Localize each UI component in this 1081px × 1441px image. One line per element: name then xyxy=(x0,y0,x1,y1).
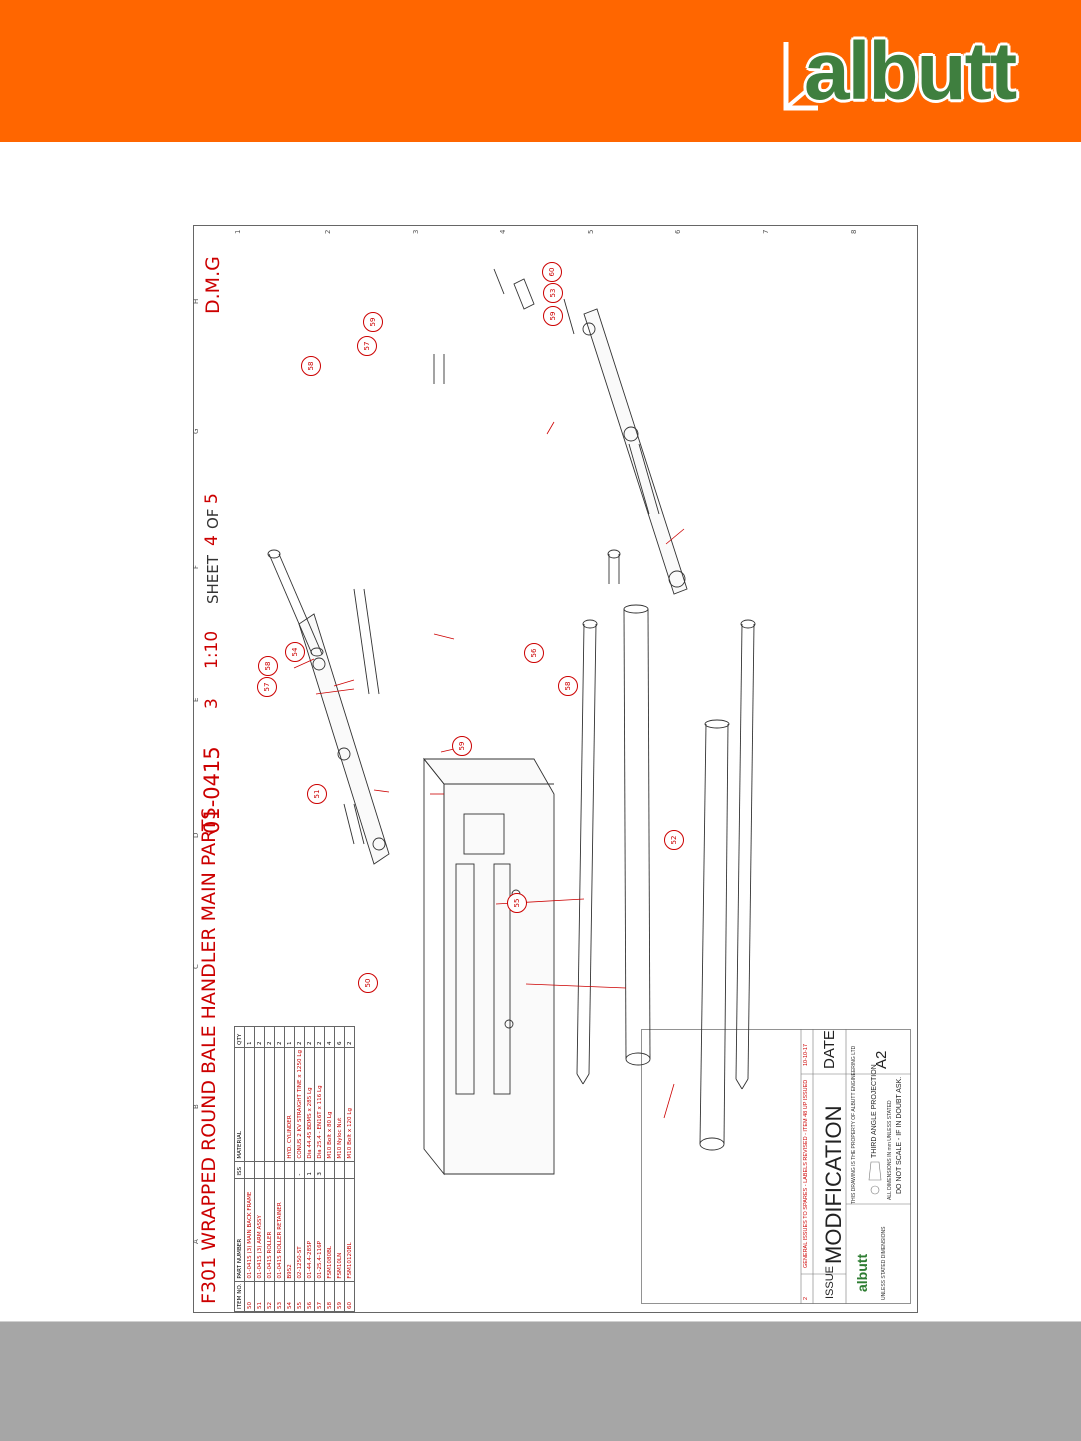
exploded-view xyxy=(267,268,756,1176)
grid-letter-d: D xyxy=(192,832,200,838)
balloon-57: 57 xyxy=(257,677,277,697)
grid-letter-g: G xyxy=(192,428,200,434)
albutt-logo: albutt xyxy=(782,30,1052,114)
logo-text: albutt xyxy=(804,26,1017,117)
grid-number-5: 5 xyxy=(587,229,595,234)
grid-letter-b: B xyxy=(192,1104,200,1109)
header-bar: albutt xyxy=(0,0,1081,142)
balloon-56: 56 xyxy=(524,643,544,663)
grid-number-2: 2 xyxy=(324,229,332,234)
balloon-57b: 57 xyxy=(357,336,377,356)
balloon-59c: 59 xyxy=(543,306,563,326)
balloon-59b: 59 xyxy=(363,312,383,332)
title-block-frame xyxy=(641,1029,911,1304)
balloon-53: 53 xyxy=(543,283,563,303)
balloon-59: 59 xyxy=(452,736,472,756)
balloon-50: 50 xyxy=(358,973,378,993)
balloon-52: 52 xyxy=(664,830,684,850)
grid-number-7: 7 xyxy=(762,229,770,234)
grid-letter-a: A xyxy=(192,1239,200,1244)
title-block: 2 GENERAL ISSUES TO SPARES - LABELS REVI… xyxy=(641,1029,911,1304)
balloon-54: 54 xyxy=(285,642,305,662)
grid-number-8: 8 xyxy=(850,229,858,234)
grid-letter-h: H xyxy=(192,298,200,304)
grid-number-6: 6 xyxy=(674,229,682,234)
grid-letter-f: F xyxy=(192,564,200,569)
balloon-60: 60 xyxy=(542,262,562,282)
balloon-51: 51 xyxy=(307,784,327,804)
rotated-drawing: F301 WRAPPED ROUND BALE HANDLER MAIN PAR… xyxy=(192,226,919,1314)
grid-number-3: 3 xyxy=(412,229,420,234)
logo-corner-icon xyxy=(783,42,818,111)
grid-number-1: 1 xyxy=(234,229,242,234)
footer-divider xyxy=(0,1321,1081,1322)
balloon-58c: 58 xyxy=(558,676,578,696)
balloon-58b: 58 xyxy=(301,356,321,376)
grid-letter-c: C xyxy=(192,964,200,969)
grid-letter-e: E xyxy=(192,697,200,702)
balloon-55: 55 xyxy=(507,893,527,913)
grid-number-4: 4 xyxy=(499,229,507,234)
technical-drawing-sheet: F301 WRAPPED ROUND BALE HANDLER MAIN PAR… xyxy=(192,225,919,1314)
balloon-58: 58 xyxy=(258,656,278,676)
footer-bar xyxy=(0,1322,1081,1441)
